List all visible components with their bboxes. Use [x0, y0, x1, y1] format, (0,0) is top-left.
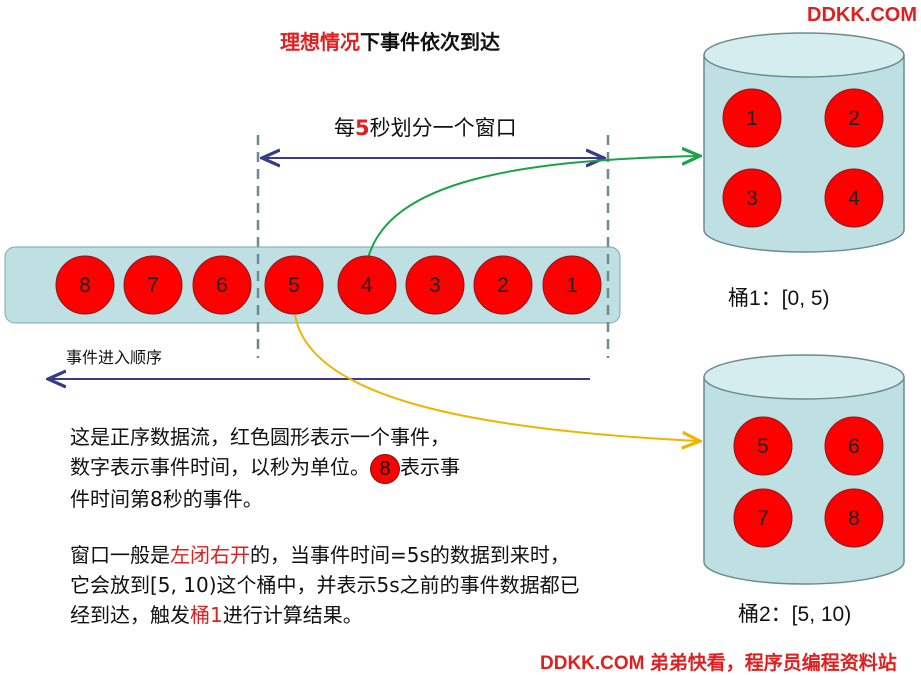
stream-event-6-label: 6 [216, 274, 228, 297]
para1-line2a: 数字表示事件时间，以秒为单位。 [70, 455, 370, 479]
bucket1-event-3: 3 [722, 168, 782, 228]
para1-line1: 这是正序数据流，红色圆形表示一个事件， [70, 425, 450, 449]
para2-highlight-1: 左闭右开 [170, 543, 250, 567]
event-to-bucket1-arrow [367, 156, 698, 259]
bucket2-event-5-label: 5 [757, 435, 769, 458]
bucket1-event-4: 4 [824, 168, 884, 228]
para2-b: 的，当事件时间=5s的数据到来时，它会放到[5, 10)这个桶中，并表示5s之前… [70, 543, 580, 627]
stream-event-7-label: 7 [147, 274, 159, 297]
event-to-bucket2-arrow [294, 314, 698, 441]
stream-event-3-label: 3 [429, 274, 441, 297]
stream-event-2-label: 2 [497, 274, 509, 297]
window-label-suffix: 秒划分一个窗口 [369, 116, 517, 140]
bucket1-event-3-label: 3 [746, 187, 758, 210]
description-paragraph-2: 窗口一般是左闭右开的，当事件时间=5s的数据到来时，它会放到[5, 10)这个桶… [70, 540, 580, 630]
window-label: 每5秒划分一个窗口 [334, 112, 517, 142]
stream-event-8: 8 [55, 255, 115, 315]
bucket2-event-5: 5 [733, 416, 793, 476]
bucket1-event-2: 2 [824, 88, 884, 148]
bucket2-event-8-label: 8 [848, 507, 860, 530]
bucket2-event-7-label: 7 [757, 507, 769, 530]
window-label-prefix: 每 [334, 116, 355, 140]
bucket-1: 1 2 3 4 [703, 32, 905, 253]
bucket1-event-1-label: 1 [746, 107, 758, 130]
brand-bottom: DDKK.COM 弟弟快看，程序员编程资料站 [540, 653, 897, 674]
bucket1-event-4-label: 4 [848, 187, 860, 210]
para1-line2b: 表示事 [400, 455, 460, 479]
para1-line3: 件时间第8秒的事件。 [70, 486, 263, 511]
bucket2-event-6-label: 6 [848, 435, 860, 458]
stream-event-7: 7 [123, 255, 183, 315]
stream-event-5-label: 5 [288, 274, 300, 297]
stream-event-4-label: 4 [361, 274, 373, 297]
stream-event-1-label: 1 [566, 274, 578, 297]
stream-event-8-label: 8 [79, 274, 91, 297]
bucket-2: 5 6 7 8 [703, 354, 905, 585]
para2-c: 进行计算结果。 [222, 603, 363, 627]
bucket1-event-2-label: 2 [848, 107, 860, 130]
diagram-title: 理想情况下事件依次到达 [280, 26, 500, 55]
bucket2-label: 桶2：[5, 10) [738, 603, 852, 626]
bucket1-event-1: 1 [722, 88, 782, 148]
stream-events: 8 7 6 5 4 3 2 1 [55, 255, 602, 315]
stream-event-6: 6 [192, 255, 252, 315]
stream-event-1: 1 [542, 255, 602, 315]
bucket2-event-7: 7 [733, 488, 793, 548]
order-label: 事件进入顺序 [66, 348, 163, 367]
stream-event-3: 3 [405, 255, 465, 315]
bucket1-label: 桶1：[0, 5) [728, 287, 830, 310]
para2-a: 窗口一般是 [70, 543, 170, 567]
title-rest: 下事件依次到达 [360, 30, 500, 54]
window-label-number: 5 [355, 116, 370, 140]
para2-highlight-2: 桶1 [190, 603, 223, 627]
stream-event-2: 2 [473, 255, 533, 315]
title-highlight: 理想情况 [280, 30, 360, 54]
brand-top: DDKK.COM [807, 4, 917, 26]
event-example-dot: 8 [370, 453, 400, 484]
stream-event-5: 5 [264, 255, 324, 315]
bucket2-event-6: 6 [824, 416, 884, 476]
bucket2-event-8: 8 [824, 488, 884, 548]
stream-event-4: 4 [337, 255, 397, 315]
